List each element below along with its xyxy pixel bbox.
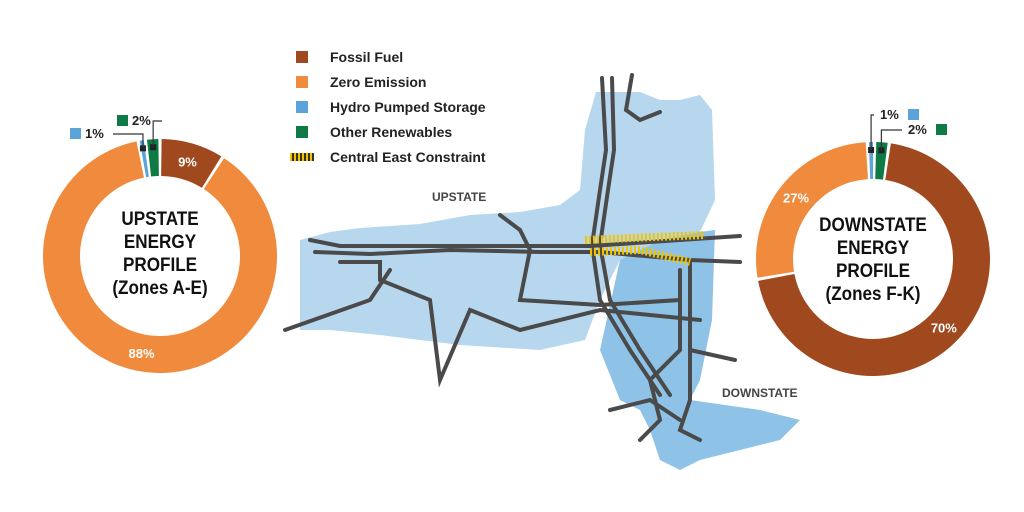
hydro-callout-swatch [70, 128, 81, 139]
slice-label-zero-emission: 88% [129, 346, 155, 361]
legend-item-zero-emission: Zero Emission [290, 69, 486, 94]
title-line: (Zones F-K) [825, 284, 921, 305]
donut-slice-zero-emission [756, 142, 868, 278]
hydro-callout-swatch [908, 109, 919, 120]
upstate-label: UPSTATE [432, 190, 487, 204]
slice-label-hydro: 1% [85, 126, 104, 141]
other-renewables-swatch [296, 125, 308, 138]
legend-label: Hydro Pumped Storage [330, 98, 486, 115]
donut-slice-zero-emission [43, 141, 278, 374]
legend-item-hydro: Hydro Pumped Storage [290, 94, 486, 119]
downstate-label: DOWNSTATE [722, 386, 798, 400]
legend-item-fossil-fuel: Fossil Fuel [290, 44, 486, 69]
slice-label-other-renewables: 2% [132, 113, 151, 128]
legend-label: Central East Constraint [330, 148, 486, 165]
downstate-donut: 70% 27% 1% 2% [756, 107, 990, 376]
title-line: UPSTATE [121, 209, 199, 230]
donut-slice-fossil-fuel [758, 143, 990, 376]
title-line: PROFILE [835, 261, 911, 282]
slice-label-zero-emission: 27% [783, 191, 809, 206]
fossil-fuel-swatch [296, 50, 308, 63]
upstate-donut: 9% 88% 1% 2% [43, 113, 278, 374]
zero-emission-swatch [296, 75, 308, 88]
title-line: (Zones A-E) [112, 278, 208, 299]
callout-line [870, 114, 874, 151]
donut-slice-other-renewables [875, 142, 888, 180]
slice-label-other-renewables: 2% [908, 122, 927, 137]
legend-label: Fossil Fuel [330, 48, 404, 65]
transmission-lines [283, 73, 742, 442]
legend-item-other-renewables: Other Renewables [290, 119, 486, 144]
callout-line [113, 133, 144, 149]
legend-item-central-east: Central East Constraint [290, 144, 486, 169]
other-renewables-callout-swatch [936, 124, 947, 135]
callout-line [880, 129, 902, 151]
donut-slice-fossil-fuel [161, 139, 222, 188]
slice-label-fossil-fuel: 70% [931, 320, 957, 335]
downstate-center-title: DOWNSTATE ENERGY PROFILE (Zones F-K) [801, 214, 945, 306]
other-renewables-callout-swatch [117, 115, 128, 126]
ny-map [283, 73, 800, 470]
title-line: PROFILE [122, 255, 198, 276]
constraint-swatch [290, 152, 314, 161]
map-downstate-region [600, 230, 800, 470]
slice-label-fossil-fuel: 9% [178, 154, 197, 169]
legend-label: Other Renewables [330, 123, 453, 140]
hydro-swatch [296, 100, 308, 113]
legend: Fossil Fuel Zero Emission Hydro Pumped S… [290, 44, 486, 169]
upstate-center-title: UPSTATE ENERGY PROFILE (Zones A-E) [88, 208, 232, 300]
title-line: DOWNSTATE [819, 215, 927, 236]
slice-label-hydro: 1% [880, 107, 899, 122]
legend-label: Zero Emission [330, 73, 427, 90]
central-east-constraint [584, 231, 706, 266]
title-line: ENERGY [836, 238, 910, 259]
callout-line [152, 120, 162, 148]
title-line: ENERGY [123, 232, 197, 253]
